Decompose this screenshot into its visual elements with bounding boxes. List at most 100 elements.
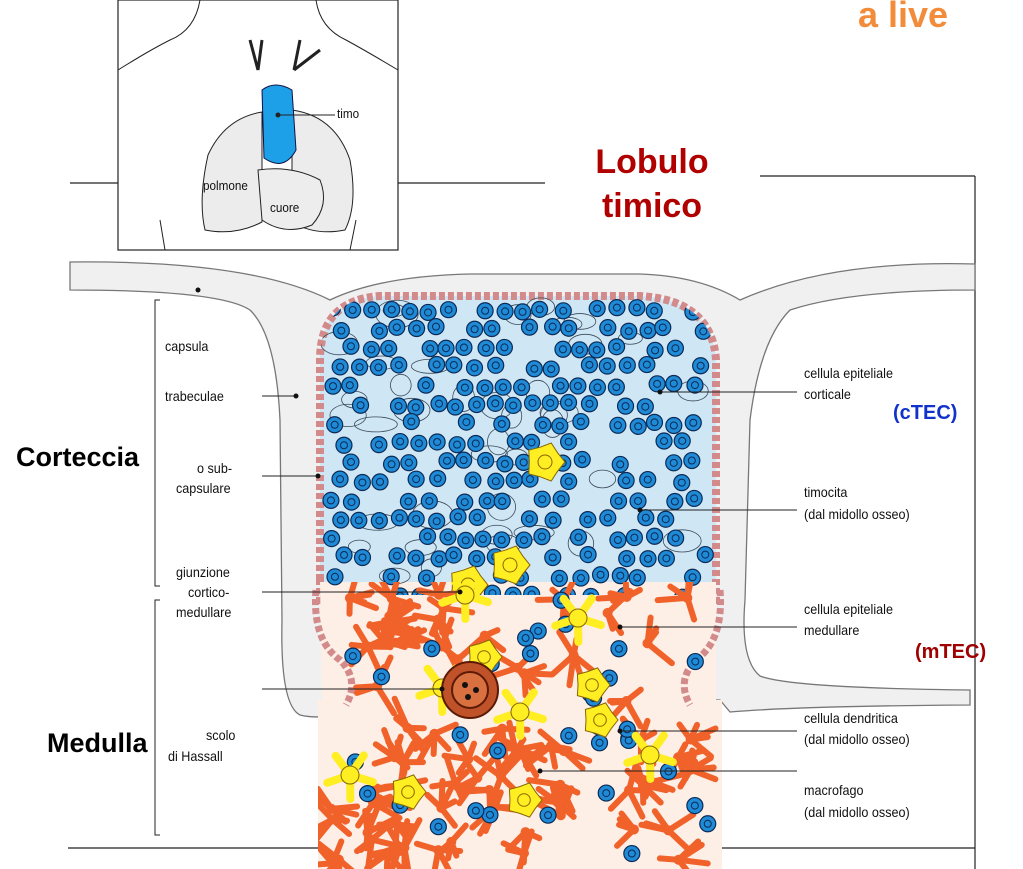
thymocyte (589, 301, 605, 317)
thymocyte (449, 437, 465, 453)
thymocyte (478, 452, 494, 468)
label-hassall-2: di Hassall (168, 746, 223, 766)
thymocyte (629, 570, 645, 586)
thymocyte (526, 361, 542, 377)
thymocyte (446, 547, 462, 563)
thymocyte (608, 379, 624, 395)
thymocyte (543, 361, 559, 377)
thymocyte (440, 529, 456, 545)
thymocyte (619, 551, 635, 567)
thymocyte (552, 378, 568, 394)
thymocyte (618, 398, 634, 414)
thymocyte (600, 510, 616, 526)
thymocyte (639, 357, 655, 373)
medullary-epithelial-cell (429, 729, 439, 739)
medullary-epithelial-cell (519, 668, 529, 678)
medullary-epithelial-cell (433, 845, 443, 855)
thymocyte (431, 396, 447, 412)
thymocyte (626, 530, 642, 546)
label-subcapsulare-2: capsulare (176, 478, 231, 498)
thymocyte (336, 547, 352, 563)
medullary-epithelial-cell (643, 638, 653, 648)
thymocyte (391, 510, 407, 526)
thymocyte (371, 323, 387, 339)
medullary-epithelial-cell (363, 641, 373, 651)
acronym-mtec: (mTEC) (915, 641, 986, 664)
thymocyte (697, 547, 713, 563)
thymocyte (384, 456, 400, 472)
thymocyte (408, 511, 424, 527)
thymocyte (598, 785, 614, 801)
thymocyte (332, 359, 348, 375)
label-timocita-1: timocita (804, 482, 847, 502)
thymocyte (496, 339, 512, 355)
medullary-epithelial-cell (367, 835, 377, 845)
thymocyte (391, 357, 407, 373)
thymocyte (552, 418, 568, 434)
thymocyte (497, 456, 513, 472)
thymocyte (429, 434, 445, 450)
dendritic-cell (641, 746, 659, 764)
thymocyte (506, 472, 522, 488)
thymocyte (478, 340, 494, 356)
thymocyte (630, 418, 646, 434)
thymocyte (581, 396, 597, 412)
thymocyte (561, 434, 577, 450)
label-trabeculae: trabeculae (165, 386, 224, 406)
thymocyte (629, 300, 645, 316)
medullary-epithelial-cell (387, 594, 397, 604)
thymocyte (494, 493, 510, 509)
thymocyte (580, 512, 596, 528)
thymocyte (522, 319, 538, 335)
thymocyte (345, 648, 361, 664)
thymocyte (467, 360, 483, 376)
hassall-corpuscle (442, 662, 498, 718)
thymocyte (687, 654, 703, 670)
thymocyte (333, 512, 349, 528)
thymocyte (440, 302, 456, 318)
thymocyte (370, 359, 386, 375)
thymocyte (610, 532, 626, 548)
medullary-epithelial-cell (555, 780, 565, 790)
thymocyte (403, 414, 419, 430)
thymocyte (439, 453, 455, 469)
thymocyte (469, 509, 485, 525)
medullary-epithelial-cell (328, 815, 338, 825)
thymocyte (514, 379, 530, 395)
thymocyte (612, 456, 628, 472)
thymocyte (609, 339, 625, 355)
thymocyte (364, 302, 380, 318)
thymocyte (551, 570, 567, 586)
thymocyte (428, 319, 444, 335)
thymocyte (666, 417, 682, 433)
label-mtec-1: cellula epiteliale (804, 599, 893, 619)
thymocyte (621, 323, 637, 339)
thymocyte (624, 846, 640, 862)
thymocyte (686, 490, 702, 506)
thymocyte (467, 321, 483, 337)
thymocyte (420, 304, 436, 320)
thymocyte (542, 395, 558, 411)
thymocyte (561, 473, 577, 489)
thymocyte (522, 646, 538, 662)
region-medulla: Medulla (47, 728, 148, 759)
medullary-epithelial-cell (434, 590, 444, 600)
thymocyte (381, 340, 397, 356)
thymocyte (336, 437, 352, 453)
thymocyte (456, 339, 472, 355)
thymocyte (640, 551, 656, 567)
medullary-epithelial-cell (682, 593, 692, 603)
medullary-epithelial-cell (546, 741, 556, 751)
thymocyte (646, 414, 662, 430)
inset-label-polmone: polmone (203, 178, 248, 193)
thymocyte (646, 303, 662, 319)
label-macrofago-2: (dal midollo osseo) (804, 802, 910, 822)
thymocyte (505, 397, 521, 413)
thymocyte (580, 547, 596, 563)
thymocyte (333, 323, 349, 339)
inset-label-cuore: cuore (270, 200, 299, 215)
thymocyte (666, 455, 682, 471)
thymocyte (687, 798, 703, 814)
medullary-epithelial-cell (345, 593, 355, 603)
